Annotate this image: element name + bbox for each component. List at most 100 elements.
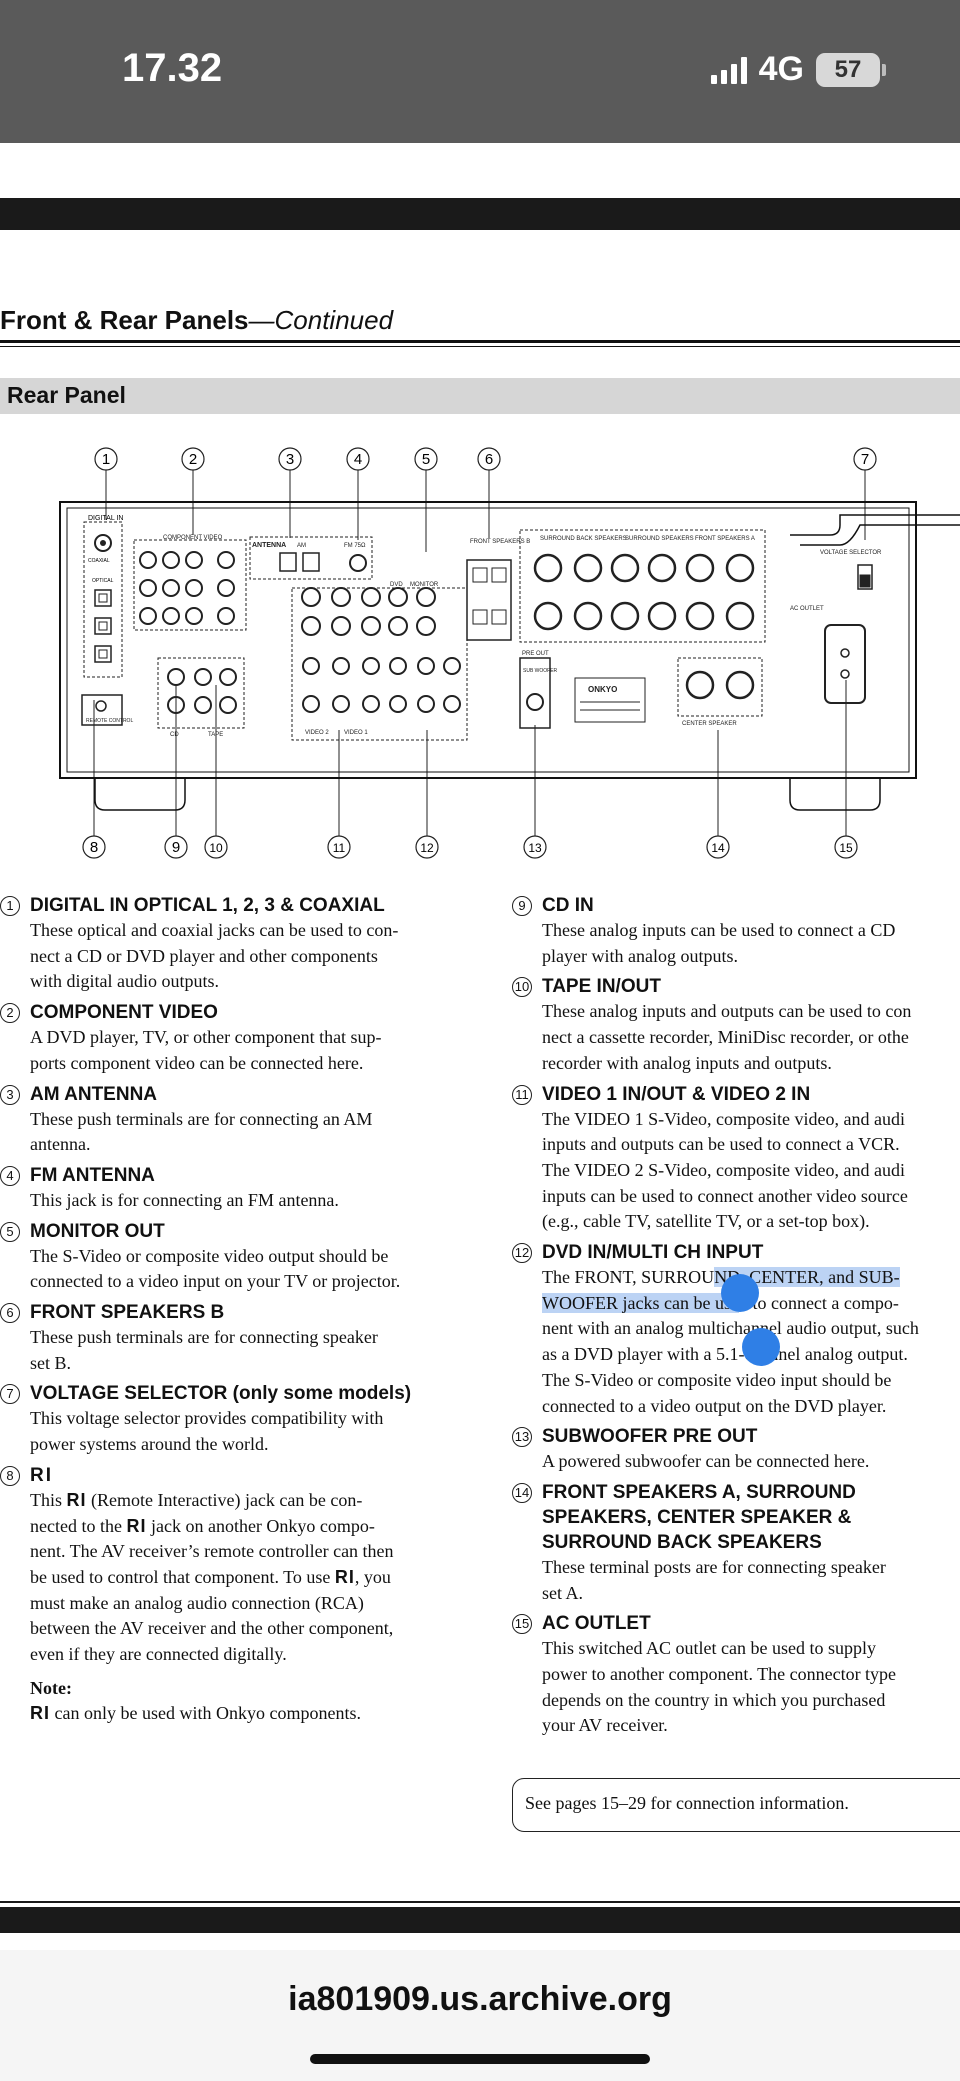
dvd-rest: nent with an analog multichannel audio o… [542,1318,919,1416]
item-body: The VIDEO 1 S-Video, composite video, an… [542,1108,908,1232]
optical-label: OPTICAL [92,578,114,584]
item-number: 7 [0,1384,20,1405]
ri-body-4: , you must make an analog audio connecti… [30,1566,394,1665]
item-title: TAPE IN/OUT [542,976,661,998]
callout-3: 3 [286,451,294,468]
monitor-label: MONITOR [410,582,439,588]
selection-start-handle[interactable] [721,1274,759,1313]
antenna-label: ANTENNA [252,542,286,549]
list-item: 1 DIGITAL IN OPTICAL 1, 2, 3 & COAXIAL T… [0,893,470,995]
item-body: These push terminals are for connecting … [30,1327,378,1373]
digital-in-label: DIGITAL IN [88,515,123,522]
status-time: 17.32 [122,46,223,90]
page-bottom-rule [0,1901,960,1933]
center-speaker-label: CENTER SPEAKER [682,721,737,727]
callout-11: 11 [333,841,346,855]
item-number: 4 [0,1165,20,1186]
ri-body-2: (Remote Interactive) jack can be con- ne… [30,1489,363,1536]
item-title: AC OUTLET [542,1613,651,1635]
cd-tape-section: CD TAPE [157,657,245,738]
item-title: FRONT SPEAKERS A, SURROUND SPEAKERS, CEN… [542,1481,856,1553]
coaxial-label: COAXIAL [88,558,110,564]
item-body: These analog inputs can be used to conne… [542,920,896,966]
list-item: 3 AM ANTENNA These push terminals are fo… [0,1082,470,1158]
item-number: 6 [0,1303,20,1324]
list-item: 7 VOLTAGE SELECTOR (only some models) Th… [0,1381,470,1457]
battery-level: 57 [834,55,862,83]
remote-label: REMOTE CONTROL [86,718,133,724]
am-label: AM [297,543,306,549]
callout-1: 1 [102,451,110,468]
item-body[interactable]: The FRONT, SURROUND, CENTER, and SUB-WOO… [542,1265,960,1419]
callout-6: 6 [485,451,493,468]
item-body: These push terminals are for connecting … [30,1108,373,1155]
model-plate: ONKYO [574,677,646,723]
status-bar: 17.32 4G 57 [0,0,960,143]
item-number: 8 [0,1465,20,1486]
right-column: 9 CD IN These analog inputs can be used … [512,893,960,1744]
item-number: 2 [0,1003,20,1024]
item-title: CD IN [542,895,594,916]
item-number: 13 [512,1427,532,1448]
item-body: This switched AC outlet can be used to s… [542,1638,897,1736]
item-number: 15 [512,1614,532,1635]
item-number: 3 [0,1084,20,1105]
item-body: This jack is for connecting an FM antenn… [30,1189,339,1210]
battery-icon: 57 [816,52,886,87]
ac-outlet-label: AC OUTLET [790,606,824,612]
list-item: 2 COMPONENT VIDEO A DVD player, TV, or o… [0,1000,470,1076]
video-av-section: MONITOR DVD VIDEO 2 VIDEO 1 [291,582,468,741]
front-b-label: FRONT SPEAKERS B [470,539,530,545]
tape-label: TAPE [208,732,223,738]
item-title: DIGITAL IN OPTICAL 1, 2, 3 & COAXIAL [30,895,385,916]
voltage-label: VOLTAGE SELECTOR [820,550,882,556]
list-item-dvd: 12 DVD IN/MULTI CH INPUT The FRONT, SURR… [512,1240,960,1419]
item-number: 12 [512,1243,532,1264]
callout-5: 5 [422,451,430,468]
item-title: VOLTAGE SELECTOR (only some models) [30,1383,412,1405]
surround-label: SURROUND SPEAKERS [625,536,694,542]
callout-9: 9 [172,839,180,856]
remote-jack: REMOTE CONTROL [81,694,133,726]
home-indicator[interactable] [310,2054,650,2064]
dvd-line2-b: d to connect a compo- [738,1292,899,1313]
component-video-section: COMPONENT VIDEO [133,535,247,631]
note-body: RI can only be used with Onkyo component… [30,1701,470,1727]
item-title: FM ANTENNA [30,1164,155,1186]
url-text[interactable]: ia801909.us.archive.org [288,1980,672,2018]
callout-13: 13 [528,841,542,855]
item-body: A DVD player, TV, or other component tha… [30,1027,382,1073]
browser-address-bar[interactable]: ia801909.us.archive.org [0,1950,960,2081]
status-indicators: 4G 57 [710,50,886,89]
item-number: 11 [512,1084,532,1105]
item-title: FRONT SPEAKERS B [30,1302,225,1324]
dvd-line1-a: The FRONT, SURROU [542,1267,715,1288]
signal-icon [710,56,747,84]
section-header: Rear Panel [0,378,960,414]
fm-label: FM 75Ω [344,543,366,549]
callout-leaders [93,460,866,837]
see-pages-box: See pages 15–29 for connection informati… [512,1778,960,1832]
item-title: AM ANTENNA [30,1083,158,1105]
network-type: 4G [758,50,804,88]
speaker-terminals: SURROUND BACK SPEAKERS SURROUND SPEAKERS… [519,529,766,727]
note-title: Note: [30,1677,72,1698]
callout-7: 7 [861,451,869,468]
list-item: 10 TAPE IN/OUT These analog inputs and o… [512,974,960,1076]
callout-numbers: 1 2 3 4 5 6 7 8 9 10 11 12 13 14 15 [82,447,877,859]
item-number: 10 [512,977,532,998]
text-selection: WOOFER jacks can be use [542,1292,739,1313]
front-speakers-b: FRONT SPEAKERS B [466,539,530,641]
callout-4: 4 [354,451,362,468]
item-number: 14 [512,1482,532,1503]
item-body: These optical and coaxial jacks can be u… [30,920,399,992]
page-title-continued: —Continued [248,305,394,335]
rear-panel-diagram: DIGITAL IN COAXIAL OPTICAL COMPONENT VID… [59,447,960,859]
list-item: 4 FM ANTENNA This jack is for connecting… [0,1163,470,1214]
list-item: 6 FRONT SPEAKERS B These push terminals … [0,1300,470,1376]
callout-10: 10 [209,841,223,855]
title-rule [0,340,960,343]
item-title: RI [30,1464,53,1486]
selection-end-handle[interactable] [742,1328,780,1367]
ri-logo: RI [66,1489,87,1510]
